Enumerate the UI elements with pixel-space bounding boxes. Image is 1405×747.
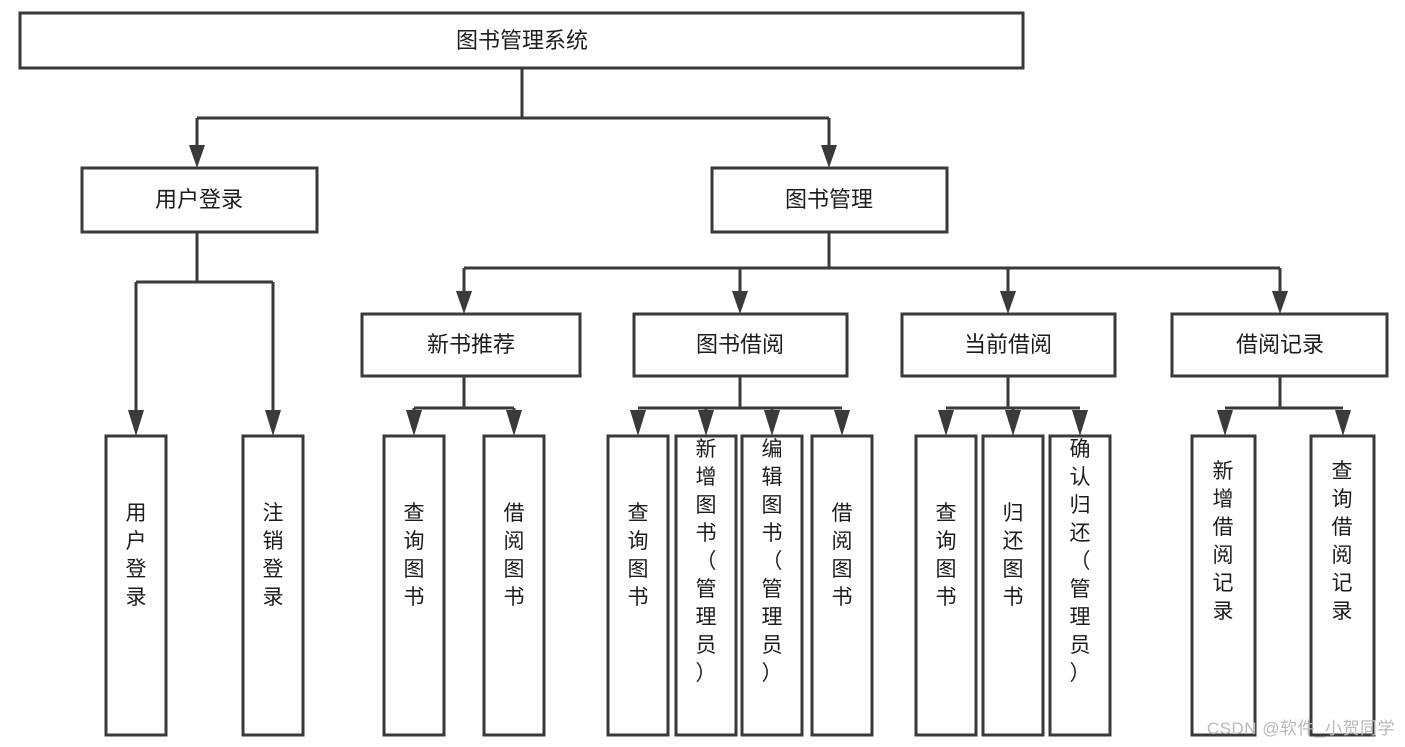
leaf-bb-borrow-book-label: 借阅图书 xyxy=(832,502,853,609)
leaf-bb-add-book-box[interactable] xyxy=(674,434,738,737)
leaf-node[interactable]: 借阅图书 xyxy=(810,434,874,737)
leaf-cb-confirm-return-box[interactable] xyxy=(1048,434,1112,737)
leaf-node[interactable]: 注销登录 xyxy=(241,434,305,737)
leaf-node[interactable]: 编辑图书（管理员） xyxy=(740,434,804,737)
node-root[interactable]: 图书管理系统 xyxy=(18,11,1025,70)
node-user-login[interactable]: 用户登录 xyxy=(80,166,319,234)
leaf-cb-return-book-label: 归还图书 xyxy=(1003,502,1024,609)
arrow-head-book-borrow xyxy=(732,291,748,314)
leaf-logout-box[interactable] xyxy=(241,434,305,737)
arrow-head-user-login xyxy=(189,145,205,168)
leaf-node[interactable]: 新增图书（管理员） xyxy=(674,434,738,737)
node-borrow-record-label: 借阅记录 xyxy=(1236,332,1324,357)
node-book-management[interactable]: 图书管理 xyxy=(710,166,949,234)
leaf-nb-query-book-label: 查询图书 xyxy=(404,502,425,609)
node-root-box[interactable] xyxy=(18,11,1025,70)
arrow-head-cb-leaf-0 xyxy=(938,410,954,436)
leaf-bb-add-book-label: 新增图书（管理员） xyxy=(696,438,717,685)
node-user-login-label: 用户登录 xyxy=(155,187,243,212)
leaf-br-query-record-box[interactable] xyxy=(1309,434,1376,737)
leaf-br-add-record-box[interactable] xyxy=(1190,434,1257,737)
node-book-management-label: 图书管理 xyxy=(785,187,873,212)
arrow-head-bb-leaf-1 xyxy=(698,410,714,436)
leaf-logout-label: 注销登录 xyxy=(263,502,284,609)
leaf-user-login-box[interactable] xyxy=(104,434,168,737)
leaf-br-add-record-label: 新增借阅记录 xyxy=(1213,460,1234,623)
leaf-nb-borrow-book-label: 借阅图书 xyxy=(504,502,525,609)
node-user-login-box[interactable] xyxy=(80,166,319,234)
arrow-head-nb-leaf-1 xyxy=(506,410,522,436)
leaf-node[interactable]: 借阅图书 xyxy=(482,434,546,737)
arrow-head-leaf-logout xyxy=(265,410,281,436)
leaf-node[interactable]: 查询图书 xyxy=(606,434,670,737)
leaf-node[interactable]: 确认归还（管理员） xyxy=(1048,434,1112,737)
arrow-head-bb-leaf-2 xyxy=(764,410,780,436)
arrow-head-book-mgmt xyxy=(821,145,837,168)
leaf-node[interactable]: 用户登录 xyxy=(104,434,168,737)
arrow-head-leaf-user-login xyxy=(128,410,144,436)
node-new-book-recommend-label: 新书推荐 xyxy=(427,332,515,357)
leaf-node[interactable]: 查询图书 xyxy=(914,434,978,737)
leaf-bb-edit-book-label: 编辑图书（管理员） xyxy=(762,438,783,685)
arrow-head-bb-leaf-3 xyxy=(834,410,850,436)
node-current-borrow-label: 当前借阅 xyxy=(964,332,1052,357)
leaf-user-login-label: 用户登录 xyxy=(126,502,147,609)
node-book-borrow-label: 图书借阅 xyxy=(696,332,784,357)
arrow-head-br-leaf-1 xyxy=(1335,410,1351,436)
node-new-book-recommend[interactable]: 新书推荐 xyxy=(360,312,582,378)
node-book-borrow-box[interactable] xyxy=(632,312,849,378)
connector-layer xyxy=(128,68,1351,436)
leaf-cb-query-book-box[interactable] xyxy=(914,434,978,737)
leaf-cb-query-book-label: 查询图书 xyxy=(936,502,957,609)
leaf-bb-query-book-label: 查询图书 xyxy=(628,502,649,609)
leaf-nb-borrow-book-box[interactable] xyxy=(482,434,546,737)
node-new-book-recommend-box[interactable] xyxy=(360,312,582,378)
leaf-nb-query-book-box[interactable] xyxy=(382,434,446,737)
node-borrow-record[interactable]: 借阅记录 xyxy=(1170,312,1389,378)
leaf-node[interactable]: 归还图书 xyxy=(981,434,1045,737)
leaf-bb-edit-book-box[interactable] xyxy=(740,434,804,737)
node-root-label: 图书管理系统 xyxy=(456,28,588,53)
leaf-cb-confirm-return-label: 确认归还（管理员） xyxy=(1070,438,1091,685)
leaf-bb-borrow-book-box[interactable] xyxy=(810,434,874,737)
node-book-management-box[interactable] xyxy=(710,166,949,234)
arrow-head-bb-leaf-0 xyxy=(630,410,646,436)
arrow-head-borrow-record xyxy=(1272,291,1288,314)
leaf-node[interactable]: 查询图书 xyxy=(382,434,446,737)
arrow-head-cb-leaf-2 xyxy=(1072,410,1088,436)
leaf-node[interactable]: 新增借阅记录 xyxy=(1190,434,1257,737)
arrow-head-nb-leaf-0 xyxy=(406,410,422,436)
arrow-head-current-borrow xyxy=(1000,291,1016,314)
leaf-br-query-record-label: 查询借阅记录 xyxy=(1332,460,1353,623)
arrow-head-cb-leaf-1 xyxy=(1005,410,1021,436)
node-borrow-record-box[interactable] xyxy=(1170,312,1389,378)
node-current-borrow[interactable]: 当前借阅 xyxy=(900,312,1117,378)
arrow-head-new-book xyxy=(456,291,472,314)
node-current-borrow-box[interactable] xyxy=(900,312,1117,378)
leaf-bb-query-book-box[interactable] xyxy=(606,434,670,737)
leaf-cb-return-book-box[interactable] xyxy=(981,434,1045,737)
leaf-node[interactable]: 查询借阅记录 xyxy=(1309,434,1376,737)
node-book-borrow[interactable]: 图书借阅 xyxy=(632,312,849,378)
arrow-head-br-leaf-0 xyxy=(1217,410,1233,436)
